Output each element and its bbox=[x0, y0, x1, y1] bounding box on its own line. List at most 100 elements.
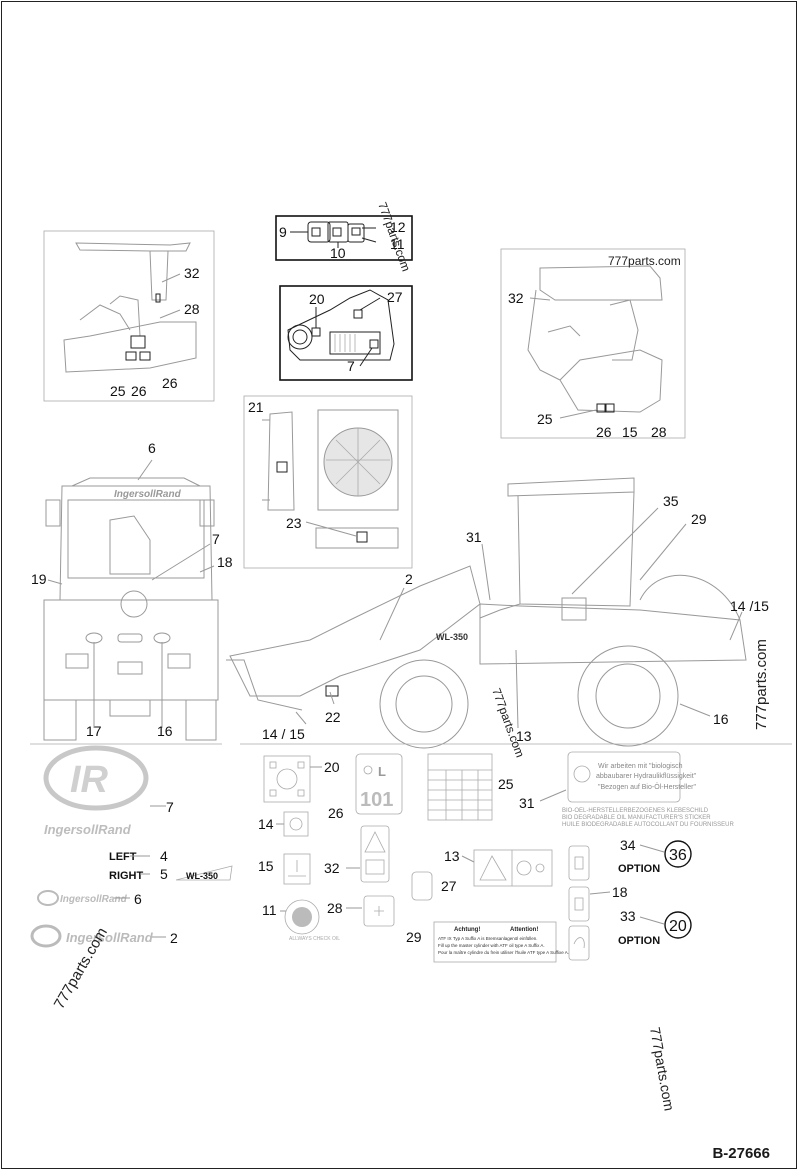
option-circle-20 bbox=[664, 911, 692, 939]
decal-20-controls bbox=[263, 755, 311, 803]
callout-14-15-bottom: 14 / 15 bbox=[262, 726, 305, 742]
atf-1: ATF IX Typ A Suffix A is Bremsanlagenöl … bbox=[438, 936, 538, 941]
ir-logo-small-6: IngersollRand bbox=[37, 890, 128, 906]
ir-logo-large: IR IngersollRand bbox=[43, 745, 149, 837]
callout-13-side: 13 bbox=[516, 728, 532, 744]
callout-23: 23 bbox=[286, 515, 302, 531]
atf-2: Fill up the master cylinder with ATF oil… bbox=[438, 943, 545, 948]
callout-27-decal: 27 bbox=[441, 878, 457, 894]
sticker-l: L bbox=[378, 764, 386, 779]
watermark-3: 777parts.com bbox=[753, 639, 770, 730]
drawing-code: B-27666 bbox=[712, 1145, 770, 1162]
sticker-101: 101 bbox=[360, 789, 393, 811]
callout-19: 19 bbox=[31, 571, 47, 587]
ir-logo-small-2: IngersollRand bbox=[30, 924, 154, 948]
bio-line-1: Wir arbeiten mit "biologisch bbox=[598, 763, 683, 770]
callout-4: 4 bbox=[160, 848, 168, 864]
decal-32-warning bbox=[360, 825, 390, 883]
callout-20-decal: 20 bbox=[324, 759, 340, 775]
callout-16-side: 16 bbox=[713, 711, 729, 727]
callout-9: 9 bbox=[279, 224, 287, 240]
watermark-4: 777parts.com bbox=[489, 686, 527, 759]
callout-2-side: 2 bbox=[405, 571, 413, 587]
decal-27 bbox=[411, 871, 433, 901]
bio-caption-3: HUILE BIODEGRADABLE AUTOCOLLANT DU FOURN… bbox=[562, 822, 734, 828]
decal-28-firstaid bbox=[363, 895, 395, 927]
callout-29-side: 29 bbox=[691, 511, 707, 527]
bio-caption-2: BIO DEGRADABLE OIL MANUFACTURER'S STICKE… bbox=[562, 815, 711, 821]
callout-7-top: 7 bbox=[347, 358, 355, 374]
callout-31-side: 31 bbox=[466, 529, 482, 545]
callout-14-decal: 14 bbox=[258, 816, 274, 832]
callout-6-front: 6 bbox=[148, 440, 156, 456]
callout-32-right: 32 bbox=[508, 290, 524, 306]
callout-22: 22 bbox=[325, 709, 341, 725]
svg-text:IngersollRand: IngersollRand bbox=[66, 930, 154, 945]
option-label-2: OPTION bbox=[618, 935, 660, 947]
decal-15 bbox=[283, 853, 311, 885]
callout-33: 33 bbox=[620, 908, 636, 924]
callout-10: 10 bbox=[330, 245, 346, 261]
fuse-panel-detail bbox=[275, 215, 413, 261]
decal-25-table bbox=[427, 753, 493, 821]
callout-34: 34 bbox=[620, 837, 636, 853]
front-brand-text: IngersollRand bbox=[114, 489, 182, 500]
label-left: LEFT bbox=[109, 851, 137, 863]
svg-text:IngersollRand: IngersollRand bbox=[60, 894, 128, 905]
callout-20-option: 20 bbox=[669, 918, 687, 935]
callout-14-15-side: 14 /15 bbox=[730, 598, 769, 614]
callout-26-left: 26 bbox=[131, 383, 147, 399]
callout-12: 12 bbox=[390, 219, 406, 235]
callout-27-top: 27 bbox=[387, 289, 403, 305]
callout-32-left: 32 bbox=[184, 265, 200, 281]
callout-36: 36 bbox=[669, 847, 687, 864]
callout-15-decal: 15 bbox=[258, 858, 274, 874]
callout-11: 11 bbox=[390, 236, 405, 252]
attention: Attention! bbox=[510, 927, 538, 933]
option-circle-36 bbox=[664, 840, 692, 868]
cab-interior-right-view bbox=[500, 248, 686, 439]
decal-18-fuel bbox=[568, 845, 590, 961]
callout-28-decal: 28 bbox=[327, 900, 343, 916]
callout-18-decal: 18 bbox=[612, 884, 628, 900]
callout-18-front: 18 bbox=[217, 554, 233, 570]
callout-2-decal: 2 bbox=[170, 930, 178, 946]
callout-28-right: 28 bbox=[651, 424, 667, 440]
oil-hint: ALLWAYS CHECK OIL bbox=[289, 936, 340, 942]
option-label-1: OPTION bbox=[618, 863, 660, 875]
callout-26-right: 26 bbox=[596, 424, 612, 440]
dashboard-detail bbox=[279, 285, 413, 381]
callout-25-left: 25 bbox=[110, 383, 126, 399]
watermark-2: 777parts.com bbox=[608, 254, 681, 268]
decal-11-oil: ALLWAYS CHECK OIL bbox=[284, 899, 340, 942]
radiator-view bbox=[243, 395, 413, 569]
decal-29-achtung: Achtung! Attention! ATF IX Typ A Suffix … bbox=[433, 921, 569, 963]
decal-31-bio: Wir arbeiten mit "biologisch abbaubarer … bbox=[562, 751, 734, 828]
callout-21: 21 bbox=[248, 399, 264, 415]
loader-front-view: IngersollRand bbox=[43, 459, 219, 741]
callout-6-decal: 6 bbox=[134, 891, 142, 907]
decal-13-hazard bbox=[473, 849, 553, 887]
cab-interior-left-view bbox=[43, 230, 215, 402]
atf-3: Pour la maître cylindre du frein utilise… bbox=[438, 950, 569, 955]
callout-20-top: 20 bbox=[309, 291, 325, 307]
model-decal: WL-350 bbox=[186, 871, 218, 881]
side-model-text: WL-350 bbox=[436, 632, 468, 642]
bio-line-3: "Bezogen auf Bio-Öl-Hersteller" bbox=[598, 783, 696, 791]
watermark-6: 777parts.com bbox=[647, 1026, 677, 1112]
callout-25-decal: 25 bbox=[498, 776, 514, 792]
callout-7-decal: 7 bbox=[166, 799, 174, 815]
callout-35: 35 bbox=[663, 493, 679, 509]
callout-26-decal: 26 bbox=[328, 805, 344, 821]
callout-31-decal: 31 bbox=[519, 795, 535, 811]
callout-29-decal: 29 bbox=[406, 929, 422, 945]
ir-logo-text: IR bbox=[70, 759, 109, 801]
callout-13-decal: 13 bbox=[444, 848, 460, 864]
bio-caption-1: BIO-OEL-HERSTELLERBEZOGENES KLEBESCHILD bbox=[562, 808, 709, 814]
label-right: RIGHT bbox=[109, 870, 144, 882]
callout-17: 17 bbox=[86, 723, 102, 739]
callout-16-front: 16 bbox=[157, 723, 173, 739]
achtung: Achtung! bbox=[454, 927, 480, 933]
callout-15-right: 15 bbox=[622, 424, 638, 440]
